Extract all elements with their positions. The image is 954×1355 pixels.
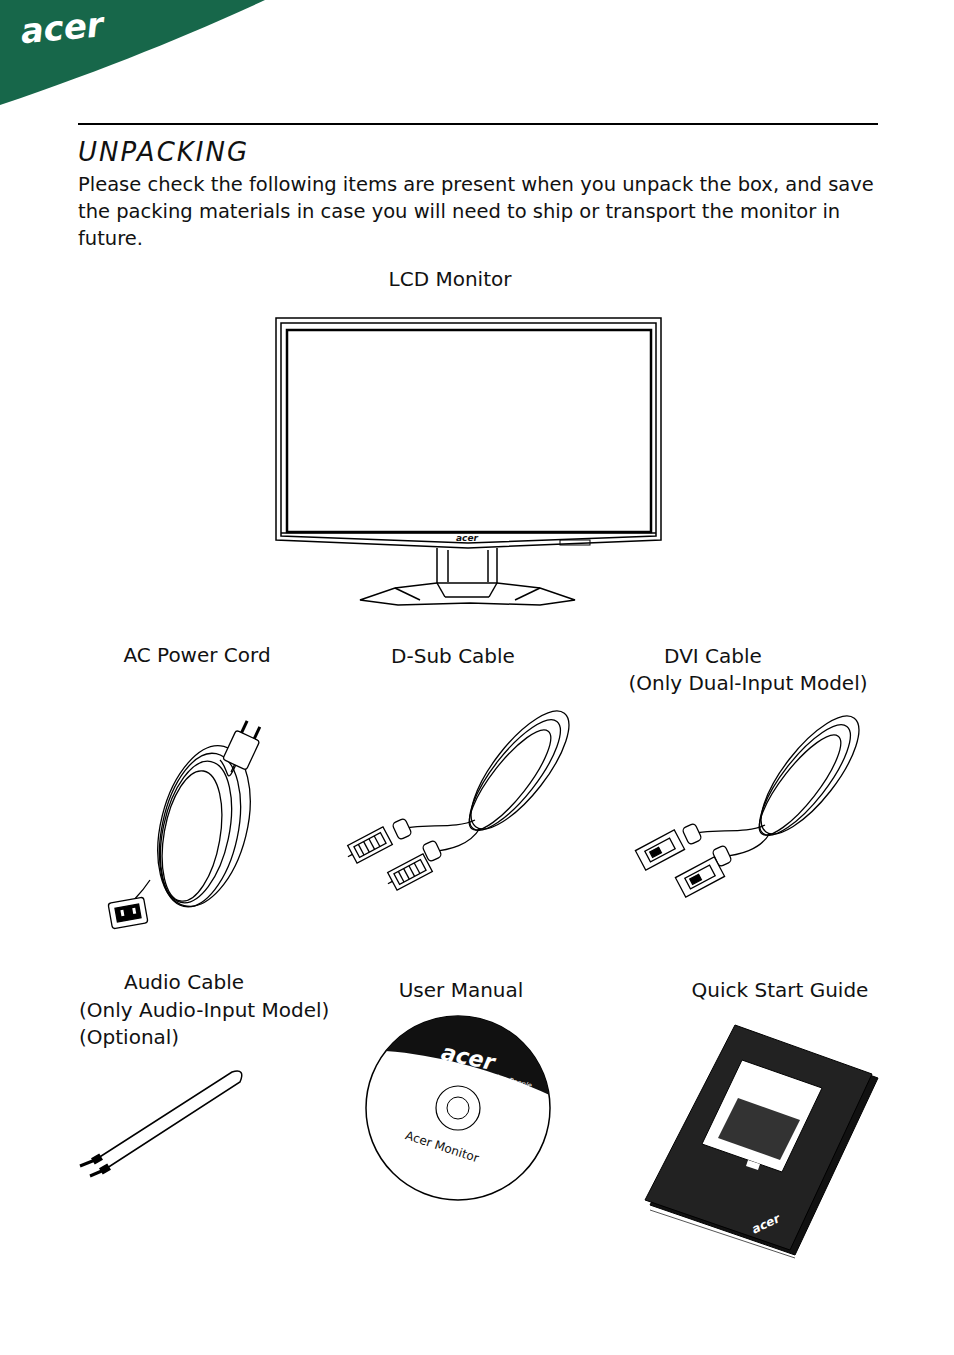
page-title: UNPACKING [78,137,249,168]
item-label: Quick Start Guide [692,978,869,1002]
dsub-cable-figure [343,697,585,892]
item-label: D-Sub Cable [391,644,515,668]
booklet-figure [645,1025,878,1258]
logo-text: acer [456,533,478,544]
rule [78,123,878,125]
item-label: User Manual [399,978,524,1002]
item-label: DVI Cable [664,644,762,668]
item-label: Audio Cable [124,970,244,994]
item-label: LCD Monitor [389,267,512,291]
monitor-figure [276,318,661,605]
power-cord-figure [108,718,266,929]
item-label: AC Power Cord [123,643,270,667]
logo-text: acer [19,4,105,52]
dvi-cable-figure [635,702,874,897]
cd-figure [360,1000,560,1200]
item-note: (Only Audio-Input Model) [79,998,329,1022]
item-note: (Only Dual-Input Model) [628,671,867,695]
audio-cable-figure [80,1071,242,1176]
item-note: (Optional) [79,1025,179,1049]
header-band [0,0,265,105]
intro-text: Please check the following items are pre… [78,171,878,252]
